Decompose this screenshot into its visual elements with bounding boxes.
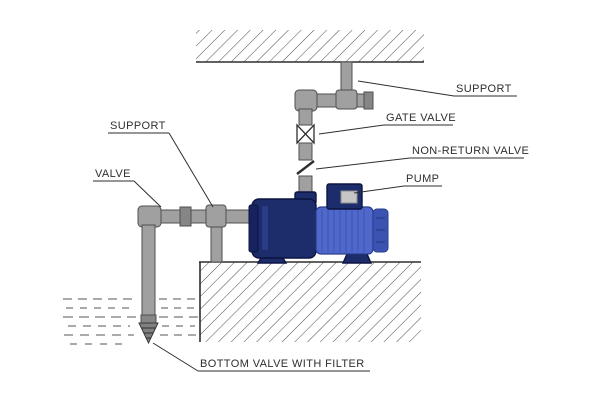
non-return-valve-symbol <box>296 160 315 175</box>
pump-inlet-flange <box>248 204 259 253</box>
top-elbow <box>294 89 318 112</box>
gate-valve-symbol <box>296 123 315 145</box>
label-pump: PUMP <box>353 173 442 194</box>
labels: SUPPORT GATE VALVE NON-RETURN VALVE PUMP… <box>93 80 529 372</box>
left-horizontal-pipe <box>155 209 255 224</box>
left-elbow-valve <box>137 205 162 228</box>
ceiling-support-clamp <box>335 89 358 110</box>
platform-fill <box>200 262 421 342</box>
pump-foot-left <box>256 257 288 264</box>
discharge-pipe <box>294 61 374 195</box>
label-non-return-valve: NON-RETURN VALVE <box>315 145 529 170</box>
ceiling-support-post <box>340 61 353 94</box>
label-support-right: SUPPORT <box>357 80 517 97</box>
left-support-clamp <box>205 204 227 228</box>
ceiling-fill <box>196 30 424 62</box>
support-left-text: SUPPORT <box>110 120 166 132</box>
down-pipe <box>141 224 156 318</box>
pipe-segment-b <box>298 142 313 161</box>
pipe-segment-a <box>298 108 313 126</box>
platform-hatch <box>199 261 421 342</box>
motor-fins <box>321 209 365 252</box>
label-valve: VALVE <box>93 168 162 208</box>
filter-coupling <box>140 314 157 324</box>
valve-text: VALVE <box>95 168 131 180</box>
label-support-left: SUPPORT <box>108 120 214 208</box>
non-return-valve-text: NON-RETURN VALVE <box>412 145 529 157</box>
bottom-valve-text: BOTTOM VALVE WITH FILTER <box>200 358 365 370</box>
ceiling-hatch <box>196 30 424 63</box>
water-surface <box>63 298 198 345</box>
gate-valve-text: GATE VALVE <box>386 112 456 124</box>
support-right-text: SUPPORT <box>456 83 512 95</box>
pump <box>248 183 389 264</box>
pump-head <box>251 198 317 259</box>
left-support-post <box>210 225 223 263</box>
nameplate <box>340 190 358 204</box>
label-bottom-valve-with-filter: BOTTOM VALVE WITH FILTER <box>152 342 370 372</box>
label-gate-valve: GATE VALVE <box>318 112 456 135</box>
pump-head-highlight <box>262 206 268 250</box>
pump-foot-right <box>341 253 373 264</box>
fan-cover-slots <box>376 217 385 243</box>
pipe-union <box>179 206 192 227</box>
pipe-end-cap <box>363 91 374 110</box>
bottom-valve-filter <box>138 314 159 345</box>
pump-text: PUMP <box>406 173 439 185</box>
